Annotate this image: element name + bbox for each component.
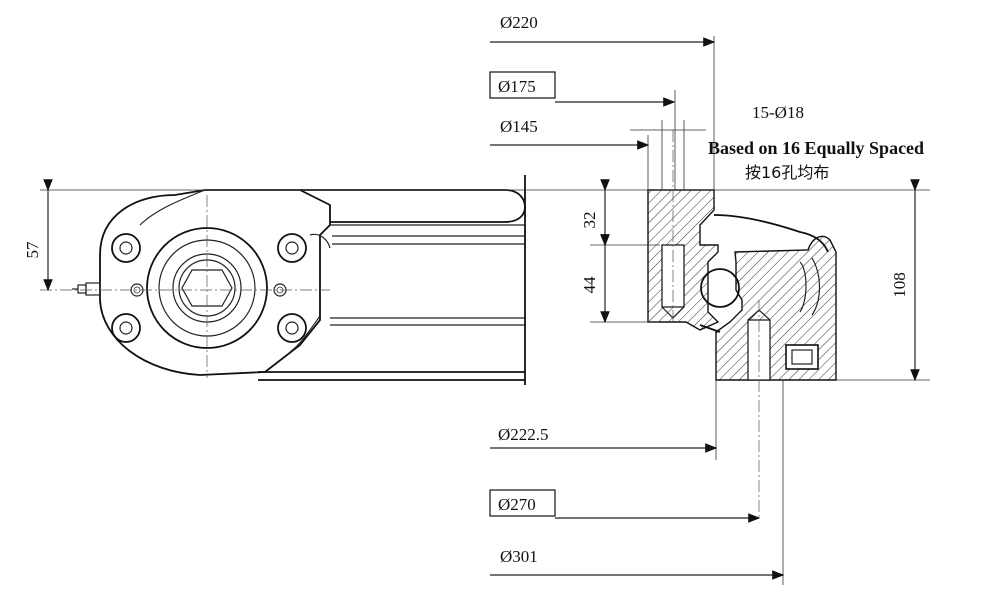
dim-diameter-222-5: Ø222.5 — [498, 425, 549, 444]
dim-box-270 — [489, 489, 556, 517]
bolt-boss-top-left — [111, 233, 141, 263]
dim-diameter-220: Ø220 — [500, 13, 538, 32]
bolt-boss-bottom-left — [111, 313, 141, 343]
hole-pattern-note-cn: 按16孔均布 — [745, 163, 829, 182]
dim-diameter-175: Ø175 — [498, 77, 536, 96]
dim-diameter-301: Ø301 — [500, 547, 538, 566]
dim-108: 108 — [890, 272, 909, 298]
dim-32: 32 — [580, 212, 599, 229]
dim-box-175 — [489, 71, 556, 99]
bearing-ball — [700, 268, 740, 308]
dim-diameter-270: Ø270 — [498, 495, 536, 514]
dim-hole-count: 15-Ø18 — [752, 103, 804, 122]
dim-57: 57 — [23, 241, 42, 259]
grease-nipple — [72, 282, 101, 296]
worm-housing-view — [40, 175, 526, 385]
dim-diameter-145: Ø145 — [500, 117, 538, 136]
bolt-boss-top-right — [277, 233, 307, 263]
bearing-cross-section — [647, 130, 837, 520]
hole-pattern-note: Based on 16 Equally Spaced — [708, 138, 924, 158]
dim-44: 44 — [580, 276, 599, 294]
bolt-boss-bottom-right — [277, 313, 307, 343]
